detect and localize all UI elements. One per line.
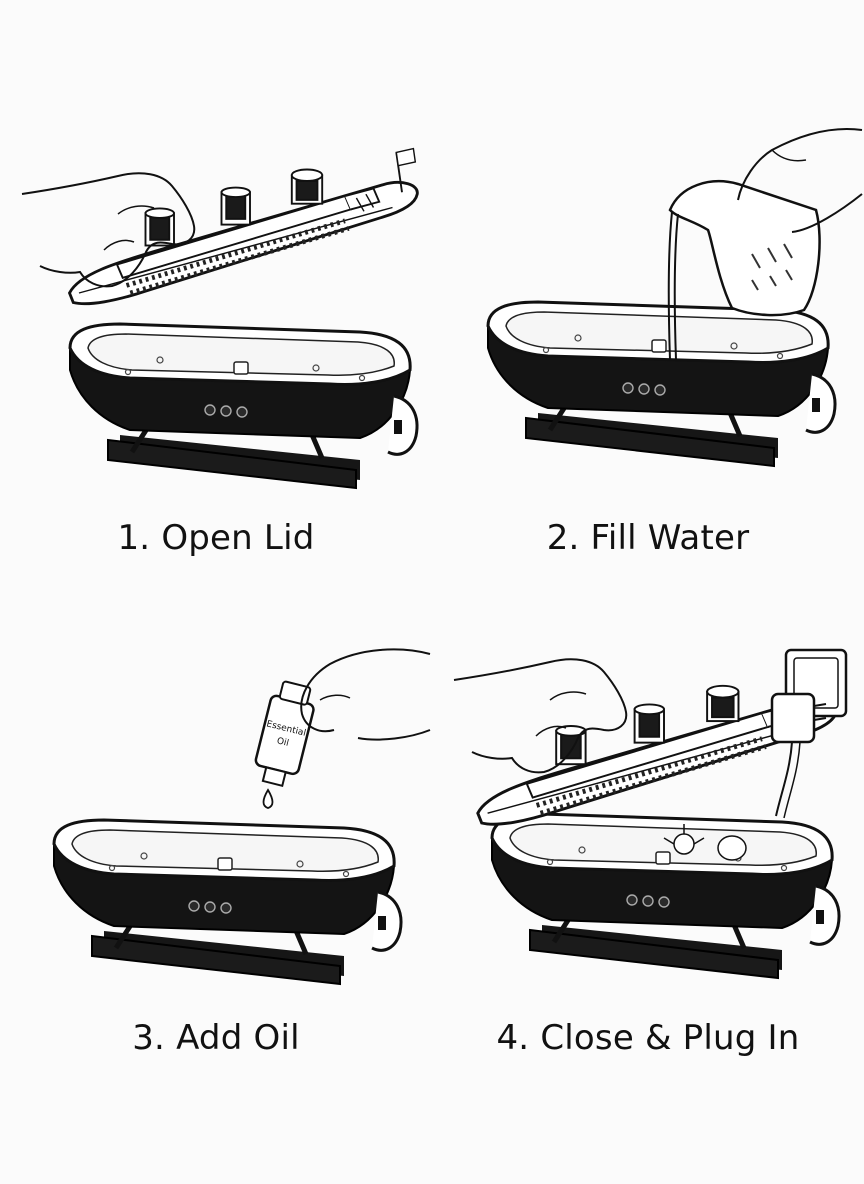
- step-4-illustration: [453, 648, 848, 1000]
- fan-icon: [663, 824, 747, 861]
- oil-bottle-icon: Essential Oil: [254, 680, 315, 788]
- step-2-label: 2. Fill Water: [546, 518, 750, 558]
- step-4-label: 4. Close & Plug In: [496, 1018, 800, 1058]
- step-add-oil: Essential Oil 3. Add Oil: [0, 620, 432, 1080]
- hand-icon: [737, 128, 863, 233]
- hand-icon: [300, 648, 431, 741]
- step-1-label: 1. Open Lid: [117, 518, 315, 558]
- water-stream: [667, 211, 673, 361]
- step-fill-water: 2. Fill Water: [432, 120, 864, 580]
- step-3-illustration: Essential Oil: [0, 648, 431, 1000]
- measuring-cup-icon: [668, 180, 821, 317]
- diffuser-base: [488, 302, 835, 466]
- power-adapter-icon: [770, 692, 827, 819]
- hand-icon: [453, 658, 628, 774]
- oil-bottle-label-2: Oil: [276, 736, 290, 749]
- step-3-label: 3. Add Oil: [132, 1018, 300, 1058]
- step-close-plug-in: 4. Close & Plug In: [432, 620, 864, 1080]
- diffuser-base: [70, 324, 417, 488]
- step-2-illustration: [432, 128, 863, 500]
- oil-drop-icon: [262, 788, 274, 809]
- step-1-illustration: [21, 120, 432, 500]
- ship-lid: [478, 664, 837, 824]
- ship-lid: [70, 149, 418, 304]
- step-open-lid: 1. Open Lid: [0, 120, 432, 580]
- diffuser-base: [54, 820, 401, 984]
